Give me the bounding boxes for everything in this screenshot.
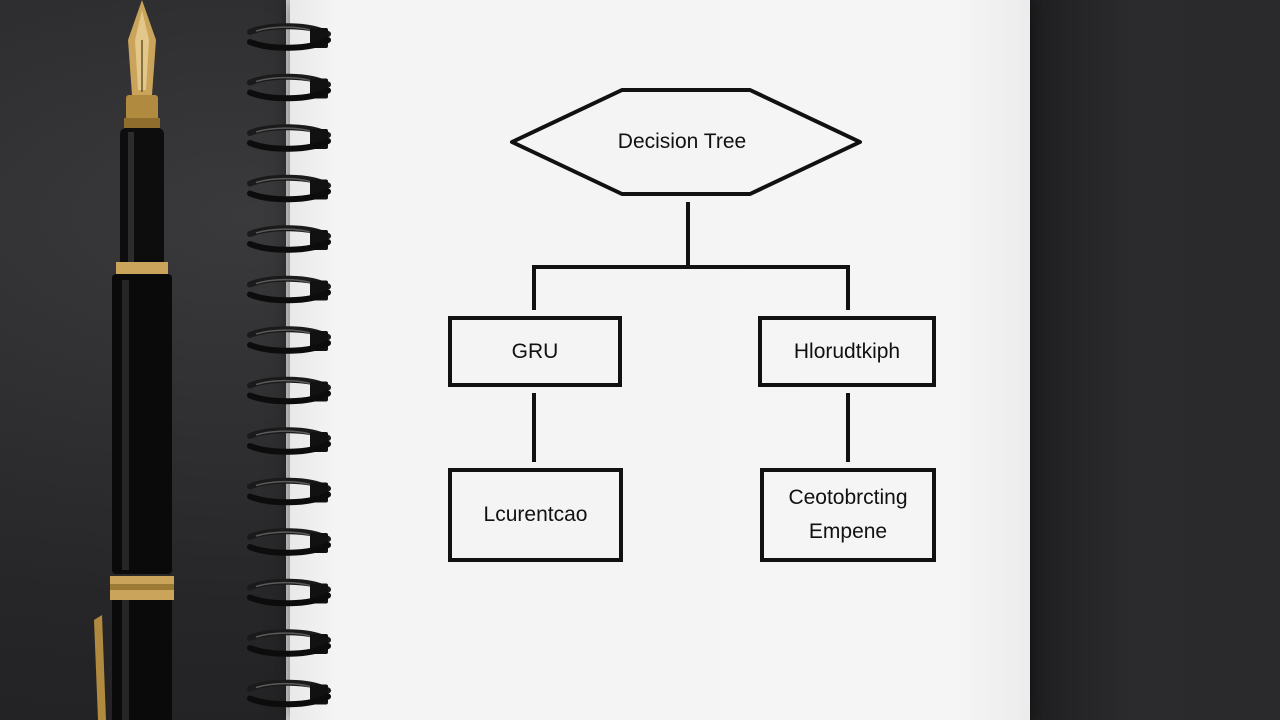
fountain-pen-icon <box>94 0 174 720</box>
desk-surface <box>1030 0 1280 720</box>
right-leaf-label-line-1: Ceotobrcting <box>788 486 908 510</box>
spiral-coil <box>247 73 331 102</box>
spiral-binding <box>247 23 331 708</box>
spiral-coil <box>247 679 331 708</box>
root-node-label: Decision Tree <box>617 130 747 154</box>
spiral-coil <box>247 629 331 657</box>
spiral-coil <box>247 174 331 203</box>
spiral-coil <box>247 578 331 607</box>
spiral-coil <box>247 225 331 253</box>
spiral-coil <box>247 275 331 304</box>
spiral-coil <box>247 477 331 506</box>
notebook-page <box>290 0 1030 720</box>
spiral-coil <box>247 124 331 152</box>
left-leaf-node-label: Lcurentcao <box>483 503 588 527</box>
spiral-coil <box>247 23 331 51</box>
spiral-coil <box>247 326 331 354</box>
left-leaf-node-shape <box>448 468 623 562</box>
root-node-shape <box>510 88 862 196</box>
right-branch-node-shape <box>758 316 936 387</box>
spiral-coil <box>247 427 331 455</box>
right-leaf-node-label: Ceotobrcting Empene <box>764 472 932 558</box>
left-branch-node-label: GRU <box>511 339 559 363</box>
page-edge <box>286 0 292 720</box>
left-branch-node-shape <box>448 316 622 387</box>
spiral-coil <box>247 376 331 405</box>
right-branch-node-label: Hlorudtkiph <box>793 339 901 363</box>
right-leaf-label-line-2: Empene <box>808 520 888 543</box>
spiral-coil <box>247 528 331 556</box>
right-leaf-node-shape <box>760 468 936 562</box>
